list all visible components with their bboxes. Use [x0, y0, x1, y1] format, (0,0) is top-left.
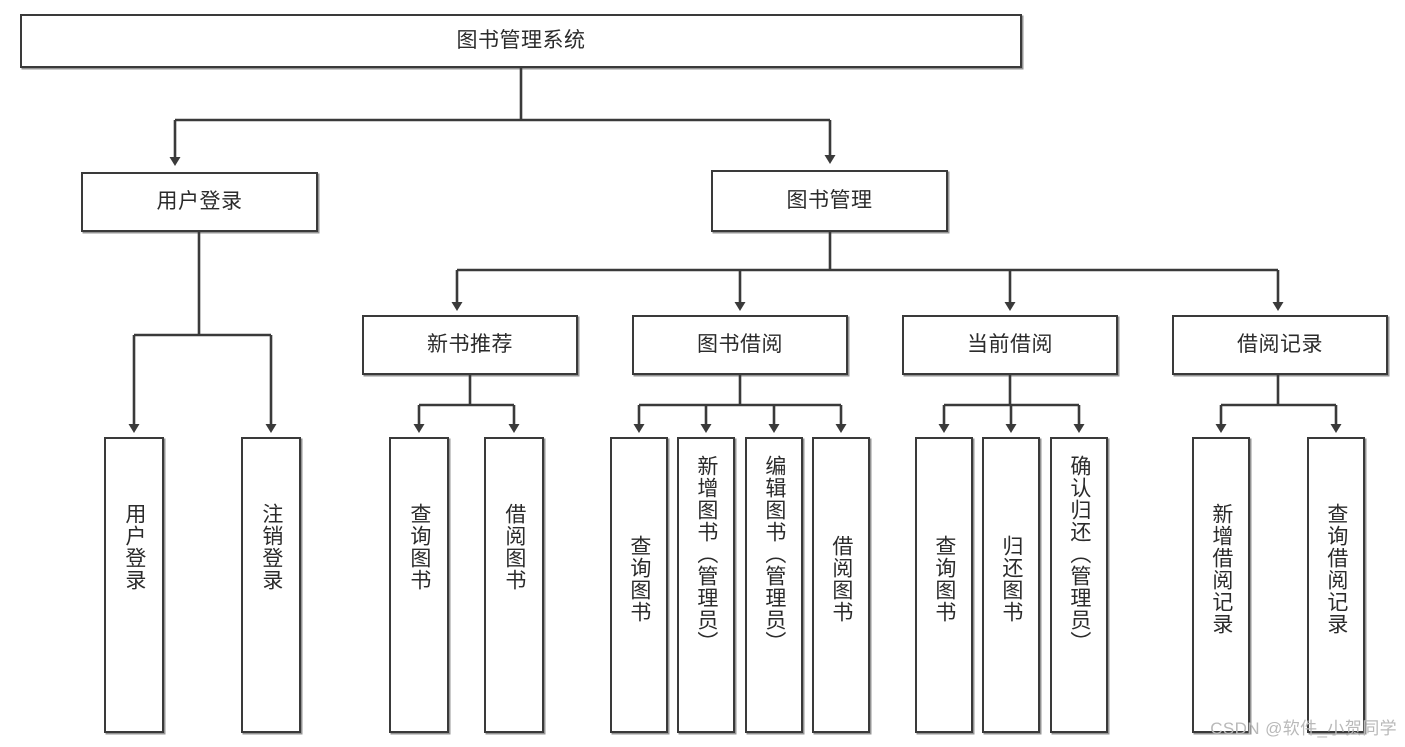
node-label: 查询借阅记录 — [1324, 503, 1348, 635]
node-label: 借阅记录 — [1237, 333, 1323, 357]
node-label: 编辑图书（管理员） — [762, 455, 786, 653]
leaf-user-login[interactable]: 用户登录 — [104, 437, 164, 733]
node-label: 查询图书 — [932, 535, 956, 623]
node-book-management[interactable]: 图书管理 — [711, 170, 948, 232]
edges — [128, 68, 1342, 433]
node-book-borrowing[interactable]: 图书借阅 — [632, 315, 848, 375]
leaf-add-book-admin[interactable]: 新增图书（管理员） — [677, 437, 735, 733]
leaf-query-book-borrow[interactable]: 查询图书 — [610, 437, 668, 733]
leaf-edit-book-admin[interactable]: 编辑图书（管理员） — [745, 437, 803, 733]
node-new-book-recommendation[interactable]: 新书推荐 — [362, 315, 578, 375]
node-user-login[interactable]: 用户登录 — [81, 172, 318, 232]
node-label: 当前借阅 — [967, 333, 1053, 357]
leaf-add-borrow-record[interactable]: 新增借阅记录 — [1192, 437, 1250, 733]
node-label: 图书借阅 — [697, 333, 783, 357]
node-label: 借阅图书 — [829, 535, 853, 623]
node-label: 新增借阅记录 — [1209, 503, 1233, 635]
node-root-book-management-system[interactable]: 图书管理系统 — [20, 14, 1022, 68]
node-label: 图书管理系统 — [456, 29, 586, 53]
node-label: 确认归还（管理员） — [1067, 455, 1091, 653]
node-label: 查询图书 — [627, 535, 651, 623]
leaf-confirm-return-admin[interactable]: 确认归还（管理员） — [1050, 437, 1108, 733]
node-borrowing-record[interactable]: 借阅记录 — [1172, 315, 1388, 375]
leaf-logout[interactable]: 注销登录 — [241, 437, 301, 733]
leaf-borrow-book-borrow[interactable]: 借阅图书 — [812, 437, 870, 733]
leaf-query-book-new-rec[interactable]: 查询图书 — [389, 437, 449, 733]
node-label: 用户登录 — [156, 190, 243, 214]
node-label: 用户登录 — [122, 503, 146, 591]
node-label: 注销登录 — [259, 503, 283, 591]
node-label: 图书管理 — [786, 189, 873, 213]
node-current-borrowing[interactable]: 当前借阅 — [902, 315, 1118, 375]
node-label: 新书推荐 — [427, 333, 513, 357]
leaf-query-book-current[interactable]: 查询图书 — [915, 437, 973, 733]
leaf-borrow-book-new-rec[interactable]: 借阅图书 — [484, 437, 544, 733]
node-label: 借阅图书 — [502, 503, 526, 591]
leaf-query-borrow-record[interactable]: 查询借阅记录 — [1307, 437, 1365, 733]
node-label: 查询图书 — [407, 503, 431, 591]
leaf-return-book[interactable]: 归还图书 — [982, 437, 1040, 733]
node-label: 归还图书 — [999, 535, 1023, 623]
node-label: 新增图书（管理员） — [694, 455, 718, 653]
